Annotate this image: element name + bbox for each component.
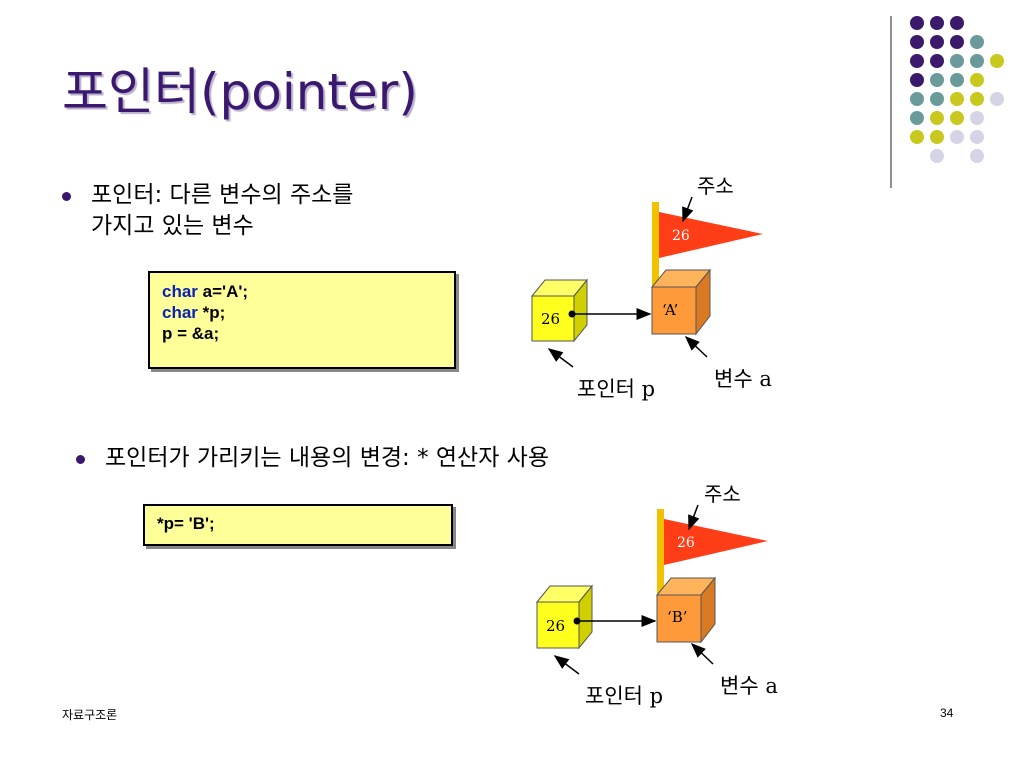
code-text: *p= 'B'; bbox=[157, 514, 215, 533]
dot bbox=[910, 16, 924, 30]
dot bbox=[970, 111, 984, 125]
dot bbox=[970, 73, 984, 87]
code-text: a='A'; bbox=[197, 282, 249, 301]
dot bbox=[990, 54, 1004, 68]
address-label: 주소 bbox=[704, 482, 741, 506]
pointer-box-front bbox=[531, 295, 575, 342]
dot bbox=[970, 130, 984, 144]
dot bbox=[910, 111, 924, 125]
variable-box-front bbox=[656, 594, 702, 643]
dot bbox=[950, 16, 964, 30]
code-line: char a='A'; bbox=[162, 281, 442, 302]
dot bbox=[950, 54, 964, 68]
dot bbox=[970, 149, 984, 163]
dot bbox=[910, 54, 924, 68]
pointer-box bbox=[535, 584, 594, 650]
dot bbox=[910, 130, 924, 144]
variable-label: 변수 a bbox=[714, 367, 772, 391]
code-keyword: char bbox=[162, 282, 198, 301]
pointer-value: 26 bbox=[541, 310, 560, 328]
code-line: p = &a; bbox=[162, 323, 442, 344]
pointer-box-front bbox=[536, 601, 580, 649]
dot bbox=[930, 35, 944, 49]
diagram-after: 26 주소 26 ‘B’ 포인터 p 변수 a bbox=[535, 482, 778, 708]
variable-value: ‘A’ bbox=[662, 301, 678, 319]
dot bbox=[910, 92, 924, 106]
flag-value: 26 bbox=[677, 535, 695, 551]
code-keyword: char bbox=[162, 303, 198, 322]
footer-course-name: 자료구조론 bbox=[62, 708, 118, 722]
footer-page-number: 34 bbox=[940, 706, 954, 720]
variable-label: 변수 a bbox=[720, 674, 778, 698]
dot bbox=[930, 54, 944, 68]
dot bbox=[930, 92, 944, 106]
dot bbox=[950, 35, 964, 49]
flag-pole bbox=[652, 202, 659, 310]
pointer-label: 포인터 p bbox=[577, 377, 655, 401]
dot bbox=[950, 92, 964, 106]
dot bbox=[970, 54, 984, 68]
variable-value: ‘B’ bbox=[667, 608, 688, 626]
dot bbox=[970, 35, 984, 49]
dot bbox=[970, 92, 984, 106]
bullet-dot bbox=[76, 455, 85, 464]
title-divider bbox=[890, 16, 892, 188]
bullet-item-pointer-definition: 포인터: 다른 변수의 주소를 가지고 있는 변수 bbox=[62, 180, 353, 242]
bullet-text: 포인터: 다른 변수의 주소를 가지고 있는 변수 bbox=[91, 182, 354, 239]
dot bbox=[930, 130, 944, 144]
variable-box bbox=[650, 268, 712, 336]
slide-title: 포인터(pointer) bbox=[62, 63, 418, 121]
dot bbox=[950, 111, 964, 125]
code-block-declaration: char a='A'; char *p; p = &a; bbox=[148, 271, 456, 369]
variable-box-front bbox=[651, 286, 697, 335]
dot bbox=[930, 73, 944, 87]
bullet-dot bbox=[62, 192, 71, 201]
flag-value: 26 bbox=[672, 228, 690, 244]
dot bbox=[930, 149, 944, 163]
dot bbox=[950, 73, 964, 87]
flag-pole bbox=[657, 509, 664, 615]
address-arrow bbox=[688, 504, 700, 531]
code-text: p = &a; bbox=[162, 324, 220, 343]
dot bbox=[910, 73, 924, 87]
dot bbox=[990, 92, 1004, 106]
dot bbox=[950, 130, 964, 144]
bullet-item-dereference: 포인터가 가리키는 내용의 변경: * 연산자 사용 bbox=[76, 443, 549, 474]
pointer-value: 26 bbox=[546, 617, 565, 635]
variable-label-arrow bbox=[684, 335, 708, 358]
bullet-text: 포인터가 가리키는 내용의 변경: * 연산자 사용 bbox=[105, 445, 549, 471]
diagram-before: 26 주소 26 ‘A’ 포인터 p 변수 a bbox=[530, 174, 772, 401]
code-text: *p; bbox=[197, 303, 226, 322]
pointer-label: 포인터 p bbox=[585, 684, 663, 708]
pointer-label-arrow bbox=[553, 655, 580, 675]
dot bbox=[910, 35, 924, 49]
address-flag bbox=[659, 212, 763, 258]
address-flag bbox=[664, 519, 768, 565]
variable-label-arrow bbox=[690, 642, 714, 665]
code-line: char *p; bbox=[162, 302, 442, 323]
pointer-box bbox=[530, 278, 589, 343]
address-label: 주소 bbox=[697, 174, 734, 198]
code-block-assignment: *p= 'B'; bbox=[143, 504, 453, 546]
dot bbox=[930, 111, 944, 125]
code-line: *p= 'B'; bbox=[157, 513, 439, 534]
dot bbox=[930, 16, 944, 30]
variable-box bbox=[655, 576, 717, 644]
pointer-label-arrow bbox=[547, 348, 574, 368]
address-arrow bbox=[682, 196, 694, 223]
